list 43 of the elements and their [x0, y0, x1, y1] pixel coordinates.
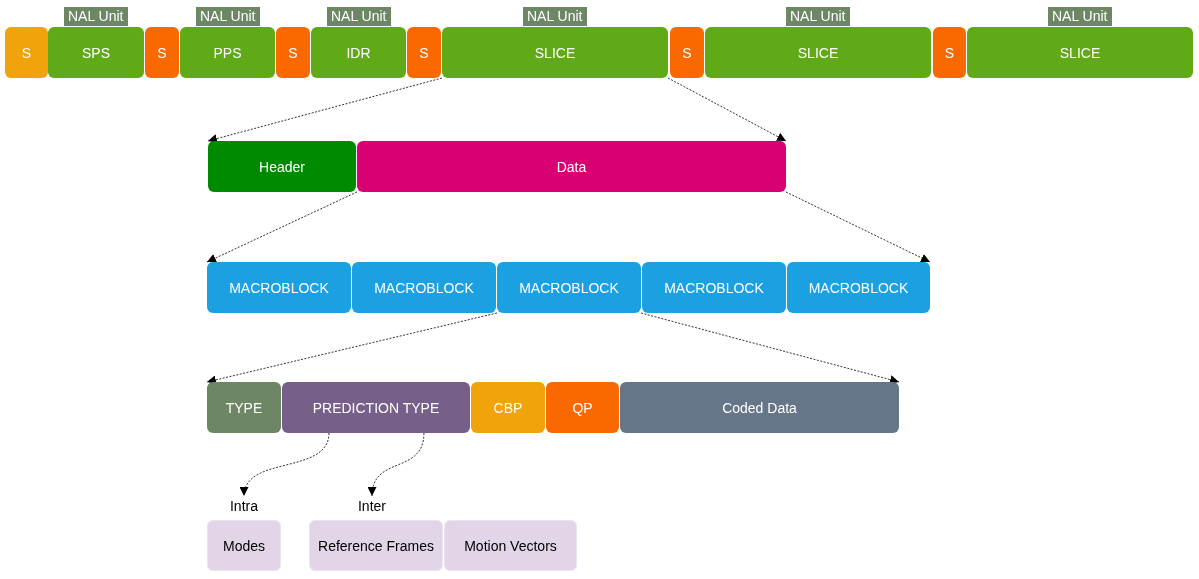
arrow [241, 432, 330, 497]
stream-segment-box: S [145, 27, 179, 78]
stream-segment-box: S [276, 27, 310, 78]
field-box: Coded Data [620, 382, 899, 433]
info-box: Reference Frames [309, 520, 443, 571]
unit-tag: NAL Unit [64, 7, 128, 26]
stream-segment-box: SLICE [705, 27, 931, 78]
unit-tag: NAL Unit [786, 7, 850, 26]
stream-segment-box: SLICE [442, 27, 668, 78]
arrow [207, 77, 443, 143]
macroblock-box: MACROBLOCK [352, 262, 496, 313]
arrow [640, 312, 900, 384]
unit-tag: NAL Unit [196, 7, 260, 26]
slice-part-box: Data [357, 141, 786, 192]
stream-segment-box: S [407, 27, 441, 78]
macroblock-box: MACROBLOCK [207, 262, 351, 313]
info-box: Modes [207, 520, 281, 571]
unit-tag: NAL Unit [1048, 7, 1112, 26]
info-box: Motion Vectors [444, 520, 577, 571]
stream-segment-box: SLICE [967, 27, 1193, 78]
stream-segment-box: PPS [180, 27, 275, 78]
macroblock-box: MACROBLOCK [642, 262, 786, 313]
arrow [368, 432, 425, 497]
field-box: CBP [471, 382, 545, 433]
stream-segment-box: IDR [311, 27, 406, 78]
field-box: QP [546, 382, 619, 433]
unit-tag: NAL Unit [327, 7, 391, 26]
text-label: Inter [350, 496, 394, 516]
field-box: TYPE [207, 382, 281, 433]
stream-segment-box: SPS [48, 27, 144, 78]
stream-segment-box: S [933, 27, 966, 78]
field-box: PREDICTION TYPE [282, 382, 470, 433]
arrow [667, 77, 787, 142]
unit-tag: NAL Unit [523, 7, 587, 26]
macroblock-box: MACROBLOCK [497, 262, 641, 313]
text-label: Intra [222, 496, 266, 516]
arrow [206, 191, 358, 263]
stream-segment-box: S [5, 27, 48, 78]
arrow [206, 312, 498, 385]
slice-part-box: Header [208, 141, 356, 192]
arrow [785, 191, 931, 263]
macroblock-box: MACROBLOCK [787, 262, 930, 313]
stream-segment-box: S [670, 27, 704, 78]
